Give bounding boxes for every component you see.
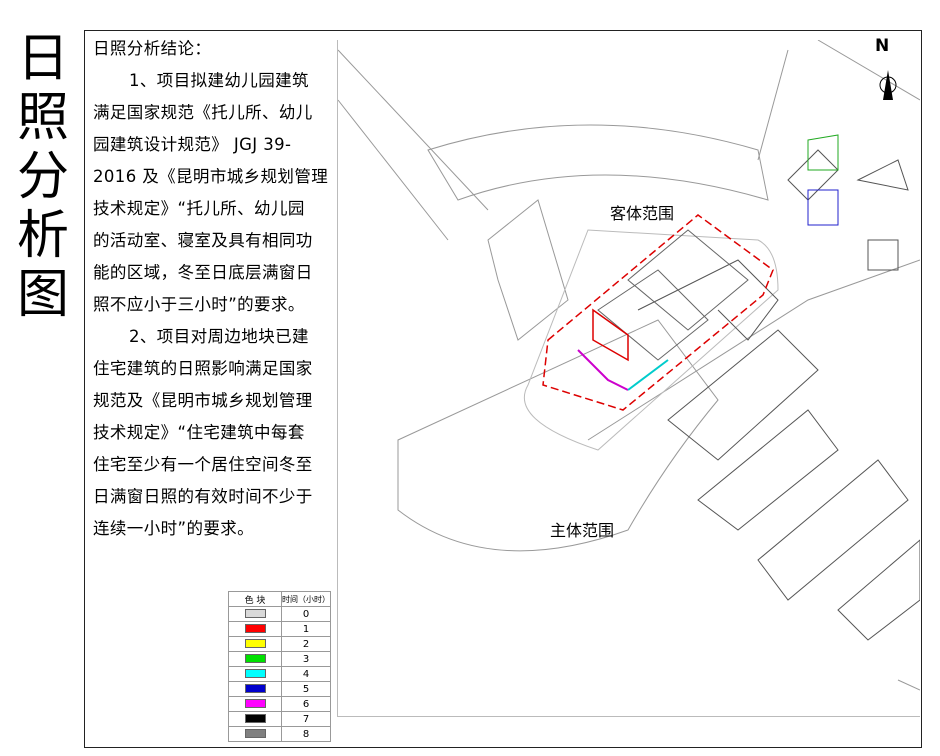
legend-row: 8 (228, 726, 331, 742)
title-char: 照 (16, 88, 69, 148)
residential-block (637, 259, 779, 341)
legend-swatch (244, 624, 266, 633)
legend-header-time: 时间（小时） (281, 591, 331, 607)
legend-hours: 5 (281, 681, 331, 697)
residential-block (697, 409, 839, 531)
residential-block (667, 329, 819, 461)
conclusion-line: 技术规定》“住宅建筑中每套 (93, 423, 305, 442)
road-line (337, 49, 489, 241)
object-site-outline (523, 229, 779, 451)
conclusion-line: 的活动室、寝室及具有相同功 (93, 231, 313, 250)
legend-header-color: 色 块 (228, 591, 282, 607)
road-curve (427, 124, 769, 201)
residential-block (837, 538, 921, 641)
conclusion-line: 1、项目拟建幼儿园建筑 (129, 71, 309, 90)
legend-hours: 6 (281, 696, 331, 712)
legend-swatch-cell (228, 621, 282, 637)
object-range-label: 客体范围 (610, 204, 675, 223)
legend-swatch (244, 729, 266, 738)
legend-swatch (244, 639, 266, 648)
conclusion-line: 满足国家规范《托儿所、幼儿 (93, 103, 313, 122)
legend-row: 1 (228, 621, 331, 637)
subject-range-label: 主体范围 (550, 521, 615, 540)
legend-swatch (244, 654, 266, 663)
legend-swatch-cell (228, 711, 282, 727)
legend-swatch-cell (228, 606, 282, 622)
legend-row: 5 (228, 681, 331, 697)
conclusion-line: 照不应小于三小时”的要求。 (93, 295, 305, 314)
title-char: 日 (16, 29, 69, 89)
legend-swatch (244, 714, 266, 723)
conclusion-text: 日照分析结论： 1、项目拟建幼儿园建筑 满足国家规范《托儿所、幼儿 园建筑设计规… (93, 33, 343, 545)
road-line (897, 679, 921, 691)
kindergarten-building (597, 269, 709, 361)
object-range-boundary (542, 214, 774, 411)
legend-swatch (244, 669, 266, 678)
analysed-building (807, 189, 839, 226)
legend-hours: 7 (281, 711, 331, 727)
residential-block (787, 149, 909, 201)
residential-block (867, 239, 899, 271)
land-parcel (487, 199, 569, 341)
legend-hours: 0 (281, 606, 331, 622)
legend-swatch-cell (228, 681, 282, 697)
site-plan-drawing (337, 39, 921, 691)
title-char: 析 (16, 206, 69, 266)
conclusion-line: 能的区域，冬至日底层满窗日 (93, 263, 313, 282)
sunlight-zone-4h (627, 359, 669, 391)
conclusion-line: 住宅建筑的日照影响满足国家 (93, 359, 313, 378)
legend-swatch (244, 699, 266, 708)
sunlight-zone-6h (577, 349, 629, 391)
legend-hours: 3 (281, 651, 331, 667)
conclusion-line: 日满窗日照的有效时间不少于 (93, 487, 313, 506)
subject-range-boundary (397, 319, 719, 552)
legend-row: 7 (228, 711, 331, 727)
legend-hours: 4 (281, 666, 331, 682)
legend-row: 4 (228, 666, 331, 682)
title-char: 图 (16, 265, 69, 325)
legend-swatch-cell (228, 636, 282, 652)
legend-swatch-cell (228, 696, 282, 712)
conclusion-line: 住宅至少有一个居住空间冬至 (93, 455, 313, 474)
legend-swatch (244, 684, 266, 693)
legend-hours: 1 (281, 621, 331, 637)
road-line (757, 39, 921, 161)
title-char: 分 (16, 147, 69, 207)
sunlight-zone-1h (592, 308, 629, 362)
conclusion-line: 规范及《昆明市城乡规划管理 (93, 391, 313, 410)
legend-hours: 2 (281, 636, 331, 652)
legend-row: 0 (228, 606, 331, 622)
legend-swatch-cell (228, 651, 282, 667)
north-label: N (875, 36, 890, 56)
legend-swatch (244, 609, 266, 618)
legend-swatch-cell (228, 726, 282, 742)
conclusion-line: 连续一小时”的要求。 (93, 519, 255, 538)
legend-row: 2 (228, 636, 331, 652)
conclusion-line: 技术规定》“托儿所、幼儿园 (93, 199, 305, 218)
conclusion-line: 2016 及《昆明市城乡规划管理 (93, 167, 329, 186)
legend-row: 3 (228, 651, 331, 667)
north-arrow-icon (879, 70, 897, 100)
analysed-building (807, 134, 839, 171)
conclusion-line: 2、项目对周边地块已建 (129, 327, 309, 346)
kindergarten-building (627, 229, 749, 331)
legend-hours: 8 (281, 726, 331, 742)
conclusion-line: 园建筑设计规范》 JGJ 39- (93, 135, 292, 154)
page-title: 日 照 分 析 图 (8, 30, 78, 325)
content-frame (84, 30, 922, 748)
residential-block (757, 459, 909, 601)
legend-row: 6 (228, 696, 331, 712)
conclusion-heading: 日照分析结论： (93, 39, 212, 58)
legend-swatch-cell (228, 666, 282, 682)
site-plan-map: N 客体范围 主体范围 (337, 36, 921, 717)
